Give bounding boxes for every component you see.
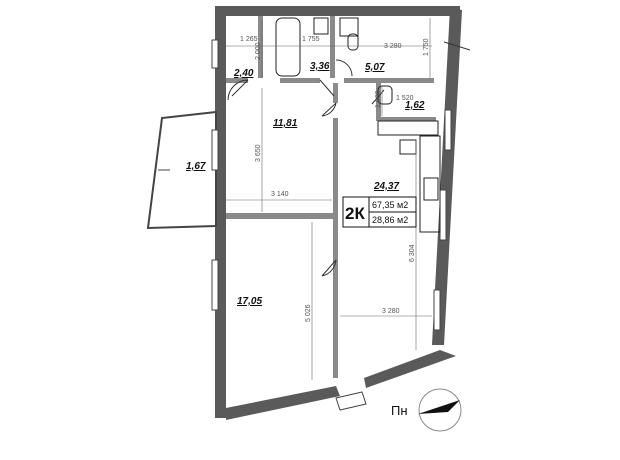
toilet-bowl-icon (377, 85, 393, 105)
dim-label: 3 140 (271, 191, 289, 198)
room-area-living-room: 17,05 (237, 296, 262, 307)
apartment-badge: 2К 67,35 м2 28,86 м2 (342, 196, 417, 228)
stove-icon (423, 177, 439, 201)
washer-icon (339, 17, 359, 37)
furniture (275, 17, 441, 233)
dim-label: 1 750 (423, 38, 430, 56)
north-arrow-icon (418, 400, 460, 414)
dimension-labels: 1 265 2 000 1 755 3 280 1 750 1 000 1 52… (240, 36, 430, 322)
compass: Пн (391, 388, 462, 432)
dim-label: 1 000 (375, 90, 382, 108)
dim-label: 3 280 (384, 43, 402, 50)
dim-label: 3 280 (382, 308, 400, 315)
dim-label: 3 650 (255, 144, 262, 162)
room-area-toilet: 1,62 (405, 100, 425, 111)
outer-walls (215, 6, 462, 420)
balcony (146, 110, 217, 230)
dim-label: 5 026 (305, 304, 312, 322)
kitchen-column (419, 135, 441, 233)
dim-label: 6 304 (409, 244, 416, 262)
dimension-lines (226, 18, 432, 380)
room-area-kitchen-living: 24,37 (373, 181, 399, 192)
fridge-icon (399, 139, 417, 155)
compass-label: Пн (391, 403, 408, 418)
total-area: 67,35 м2 (372, 200, 408, 210)
dim-label: 1 265 (240, 36, 258, 43)
toilet-icon (347, 33, 359, 51)
room-area-hall: 2,40 (233, 68, 254, 79)
kitchen-counter (377, 120, 439, 136)
living-area: 28,86 м2 (372, 215, 408, 225)
room-area-bathroom: 3,36 (310, 61, 330, 72)
windows (211, 39, 452, 411)
bathtub-icon (275, 17, 301, 77)
room-area-corridor: 5,07 (365, 62, 385, 73)
dim-label: 2 000 (255, 42, 262, 60)
room-area-bedroom: 11,81 (273, 118, 298, 129)
dim-label: 1 755 (302, 36, 320, 43)
doors (227, 41, 471, 277)
dim-label: 1 520 (396, 95, 414, 102)
apartment-type: 2К (345, 204, 365, 223)
sink-icon (313, 17, 329, 35)
room-area-balcony: 1,67 (186, 161, 206, 172)
room-labels: 2,40 3,36 5,07 1,62 11,81 1,67 24,37 17,… (186, 61, 425, 307)
